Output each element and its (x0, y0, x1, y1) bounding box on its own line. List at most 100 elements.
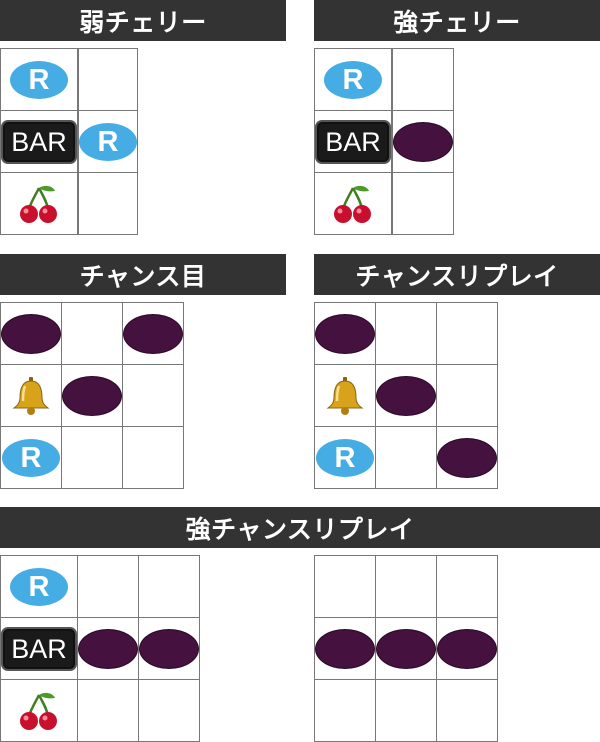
reel-row (0, 302, 184, 365)
reel-cell (314, 302, 376, 365)
reel-cell: R (0, 48, 78, 111)
reel-cell (138, 617, 200, 680)
reel-row (0, 679, 200, 742)
bar-icon: BAR (1, 626, 77, 671)
reel-cell (314, 172, 392, 235)
reel-cell (122, 364, 184, 427)
bell-icon (12, 376, 50, 415)
reel-cell (78, 172, 138, 235)
replay-r-icon: R (79, 122, 137, 161)
reel-cell (314, 555, 376, 618)
reel-cell (0, 302, 62, 365)
reel-cell: BAR (0, 110, 78, 173)
panel-title: 強チェリー (314, 0, 600, 41)
replay-r-icon: R (10, 567, 68, 606)
blank-oval-icon (78, 628, 138, 669)
panel-title: 弱チェリー (0, 0, 286, 41)
cherry-icon (20, 185, 57, 223)
reel-grid: R (0, 302, 184, 489)
reel-cell (314, 364, 376, 427)
panel-title: チャンスリプレイ (314, 254, 600, 295)
bar-icon: BAR (315, 119, 391, 164)
reel-cell (138, 555, 200, 618)
cherry-icon (334, 185, 371, 223)
blank-oval-icon (393, 121, 453, 162)
reel-cell (0, 364, 62, 427)
reel-cell (392, 48, 454, 111)
reel-cell (122, 302, 184, 365)
reel-cell (77, 617, 139, 680)
reel-row: BAR (314, 110, 454, 173)
reel-row: R (314, 48, 454, 111)
blank-oval-icon (1, 313, 61, 354)
reel-cell (375, 364, 437, 427)
reel-row: R (0, 48, 138, 111)
replay-r-icon: R (10, 60, 68, 99)
reel-cell: R (314, 48, 392, 111)
replay-r-icon: R (2, 438, 60, 477)
reel-row: R (0, 555, 200, 618)
reel-row (314, 617, 498, 680)
reel-grid: R BAR (0, 555, 200, 742)
reel-cell (138, 679, 200, 742)
reel-cell (77, 555, 139, 618)
reel-row (0, 172, 138, 235)
reel-cell (375, 302, 437, 365)
reel-cell (314, 679, 376, 742)
blank-oval-icon (376, 628, 436, 669)
reel-cell (436, 302, 498, 365)
blank-oval-icon (139, 628, 199, 669)
panel-title: 強チャンスリプレイ (0, 507, 600, 548)
blank-oval-icon (437, 628, 497, 669)
reel-row: BAR (0, 617, 200, 680)
reel-cell (314, 617, 376, 680)
reel-cell (61, 364, 123, 427)
replay-r-icon: R (324, 60, 382, 99)
reel-grid (314, 555, 498, 742)
blank-oval-icon (123, 313, 183, 354)
reel-cell (375, 426, 437, 489)
reel-cell: R (78, 110, 138, 173)
reel-cell (375, 679, 437, 742)
reel-cell (61, 426, 123, 489)
reel-cell (77, 679, 139, 742)
reel-grid: R (314, 302, 498, 489)
reel-cell: R (0, 555, 78, 618)
reel-row (314, 172, 454, 235)
reel-row (314, 555, 498, 618)
reel-row (0, 364, 184, 427)
reel-cell (436, 679, 498, 742)
reel-cell (436, 555, 498, 618)
reel-cell (0, 679, 78, 742)
bar-icon: BAR (1, 119, 77, 164)
blank-oval-icon (315, 628, 375, 669)
reel-row (314, 302, 498, 365)
reel-cell (0, 172, 78, 235)
reel-cell (436, 426, 498, 489)
reel-cell (61, 302, 123, 365)
reel-cell (392, 110, 454, 173)
reel-grid: R BAR (314, 48, 454, 235)
panel-title: チャンス目 (0, 254, 286, 295)
reel-cell: R (314, 426, 376, 489)
reel-cell (436, 617, 498, 680)
reel-cell: BAR (314, 110, 392, 173)
reel-cell: R (0, 426, 62, 489)
reel-cell (375, 555, 437, 618)
replay-r-icon: R (316, 438, 374, 477)
reel-row (314, 679, 498, 742)
reel-cell (78, 48, 138, 111)
reel-cell (375, 617, 437, 680)
blank-oval-icon (315, 313, 375, 354)
reel-cell (436, 364, 498, 427)
blank-oval-icon (437, 437, 497, 478)
cherry-icon (20, 692, 57, 730)
reel-cell (392, 172, 454, 235)
reel-cell (122, 426, 184, 489)
reel-cell: BAR (0, 617, 78, 680)
reel-row: R (314, 426, 498, 489)
blank-oval-icon (62, 375, 122, 416)
reel-row: R (0, 426, 184, 489)
